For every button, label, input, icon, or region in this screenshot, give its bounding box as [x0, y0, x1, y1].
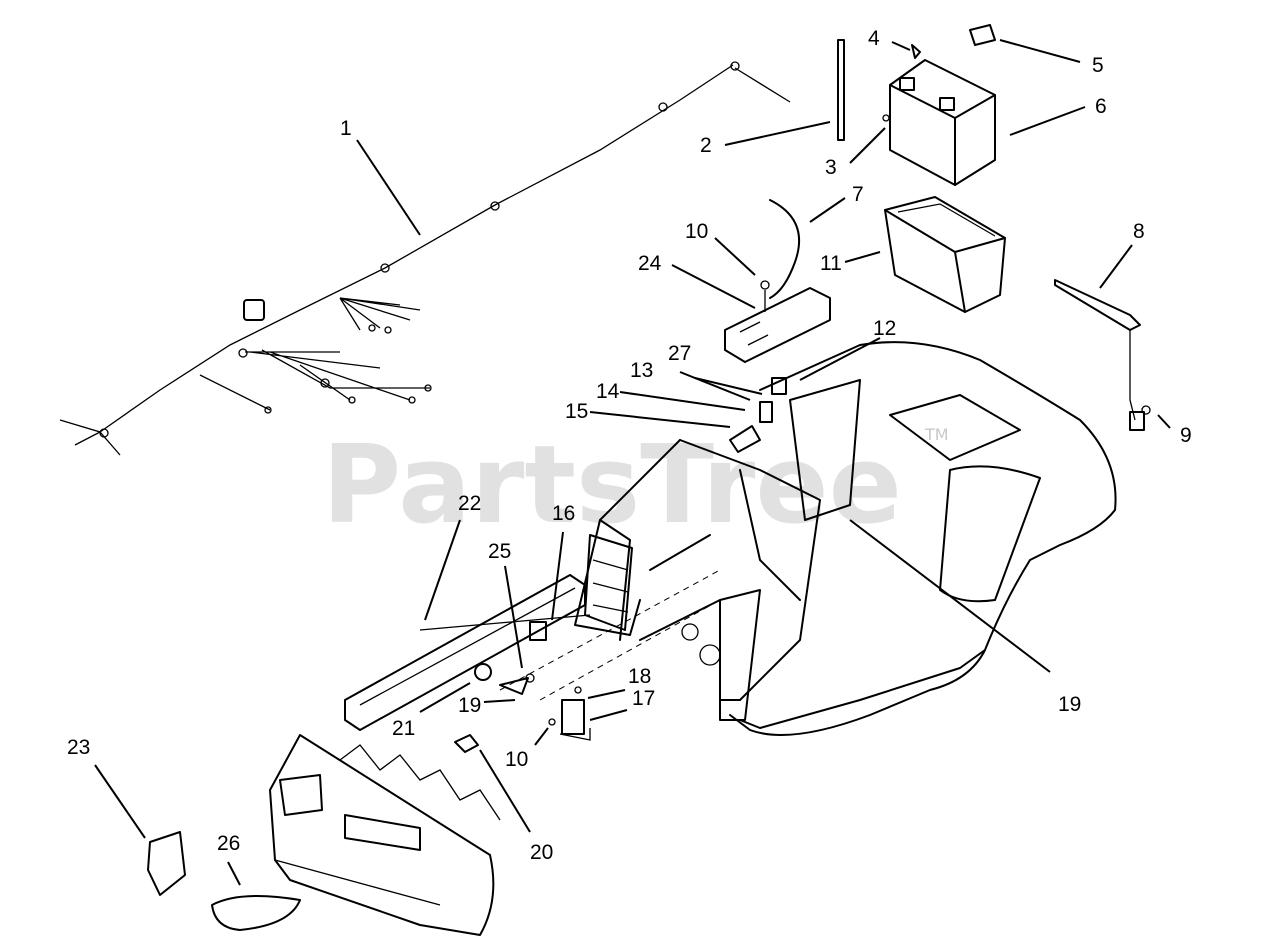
callout-1: 1	[340, 117, 352, 140]
callout-labels: 1 2 3 4 5 6 7 8 9 10 11 12 13 14 15 27 2…	[67, 27, 1192, 864]
callout-3: 3	[825, 156, 837, 179]
callout-8: 8	[1133, 220, 1145, 243]
callout-26: 26	[217, 832, 240, 855]
callout-25: 25	[488, 540, 511, 563]
rear-body-part	[574, 341, 1117, 736]
watermark-trademark: TM	[924, 425, 949, 444]
callout-15: 15	[565, 400, 588, 423]
callout-21: 21	[392, 717, 415, 740]
terminal-cover-part	[969, 24, 996, 46]
callout-12: 12	[873, 317, 896, 340]
wire-harness-part	[59, 61, 791, 456]
callout-11: 11	[820, 252, 842, 275]
headlight-lens-part	[147, 831, 186, 896]
battery-tray-part	[884, 196, 1006, 313]
hardware-parts	[760, 44, 921, 312]
front-grille-part	[269, 734, 501, 936]
frame-rail-part	[344, 569, 721, 731]
callout-6: 6	[1095, 95, 1107, 118]
callout-27: 27	[668, 342, 691, 365]
callout-10-top: 10	[685, 220, 708, 243]
callout-4: 4	[868, 27, 880, 50]
callout-22: 22	[458, 492, 481, 515]
battery-cable-part	[769, 199, 801, 299]
callout-24: 24	[638, 252, 662, 275]
callout-7: 7	[852, 183, 864, 206]
callout-10-bottom: 10	[505, 748, 528, 771]
callout-19-left: 19	[458, 694, 481, 717]
lower-lens-part	[211, 895, 301, 931]
battery-part	[889, 59, 996, 186]
callout-leaders	[94, 39, 1171, 886]
callout-5: 5	[1092, 54, 1104, 77]
callout-19-right: 19	[1058, 693, 1081, 716]
seat-switch-part	[1054, 279, 1151, 431]
callout-9: 9	[1180, 424, 1192, 447]
callout-18: 18	[628, 665, 651, 688]
battery-strap-part	[837, 39, 845, 141]
callout-14: 14	[596, 380, 620, 403]
callout-23: 23	[67, 736, 90, 759]
callout-16: 16	[552, 502, 575, 525]
small-components	[454, 377, 787, 753]
bracket-part	[724, 287, 831, 363]
callout-13: 13	[630, 359, 653, 382]
callout-17: 17	[632, 687, 655, 710]
callout-2: 2	[700, 134, 712, 157]
callout-20: 20	[530, 841, 553, 864]
